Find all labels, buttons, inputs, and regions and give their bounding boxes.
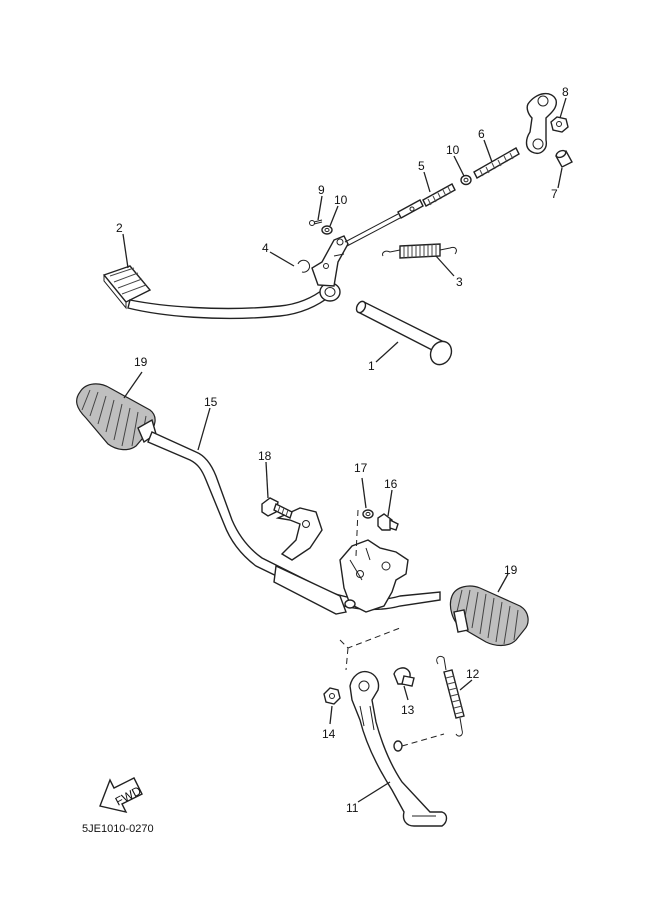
shift-pedal-arm — [127, 286, 331, 320]
washer-left — [321, 225, 333, 235]
shift-joint-link — [525, 93, 558, 154]
shift-pedal-assembly — [102, 93, 573, 366]
callout-18: 18 — [258, 449, 272, 463]
bush — [555, 149, 573, 168]
callout-15: 15 — [204, 395, 218, 409]
callout-19-left: 19 — [134, 355, 148, 369]
callout-14: 14 — [322, 727, 336, 741]
footrest-mount-plate — [275, 507, 323, 561]
callout-19-right: 19 — [504, 563, 518, 577]
footrest-assembly — [76, 383, 529, 647]
callout-3: 3 — [456, 275, 463, 289]
footrest-bar — [147, 431, 441, 611]
callout-2: 2 — [116, 221, 123, 235]
shift-rod — [344, 183, 456, 247]
callout-4: 4 — [262, 241, 269, 255]
sidestand — [349, 670, 448, 827]
fwd-arrow-icon: FWD — [99, 777, 144, 814]
washer-17 — [362, 509, 374, 519]
callout-10-right: 10 — [446, 143, 460, 157]
footrest-rubber-right — [449, 585, 529, 647]
shift-pedal-rubber — [102, 265, 152, 310]
bolt-16 — [377, 513, 399, 531]
callout-7: 7 — [551, 187, 558, 201]
circlip — [297, 259, 311, 273]
callout-8: 8 — [562, 85, 569, 99]
footrest-rubber-left — [76, 383, 157, 451]
washer-right — [460, 174, 472, 186]
bolt-18 — [261, 497, 293, 519]
shift-shaft — [355, 300, 453, 366]
callout-1: 1 — [368, 359, 375, 373]
shift-pedal-lever — [311, 235, 349, 287]
callout-17: 17 — [354, 461, 368, 475]
callout-16: 16 — [384, 477, 398, 491]
nut — [550, 116, 569, 133]
sidestand-bolt — [393, 667, 415, 687]
cotter-pin — [309, 219, 323, 226]
callout-labels: 1 2 3 4 5 6 7 8 9 10 10 11 12 13 14 15 1… — [116, 85, 569, 815]
leader-lines — [122, 97, 567, 803]
callout-6: 6 — [478, 127, 485, 141]
return-spring — [382, 243, 457, 259]
footrest-lower-bracket — [273, 564, 347, 615]
callout-9: 9 — [318, 183, 325, 197]
callout-5: 5 — [418, 159, 425, 173]
drawing-code: 5JE1010-0270 — [82, 823, 154, 835]
callout-10-left: 10 — [334, 193, 348, 207]
callout-11: 11 — [346, 801, 359, 815]
sidestand-spring — [436, 655, 465, 737]
sidestand-assembly — [323, 627, 465, 827]
callout-13: 13 — [401, 703, 415, 717]
rod-end-threaded — [473, 147, 520, 179]
sidestand-nut — [323, 687, 341, 705]
callout-12: 12 — [466, 667, 480, 681]
